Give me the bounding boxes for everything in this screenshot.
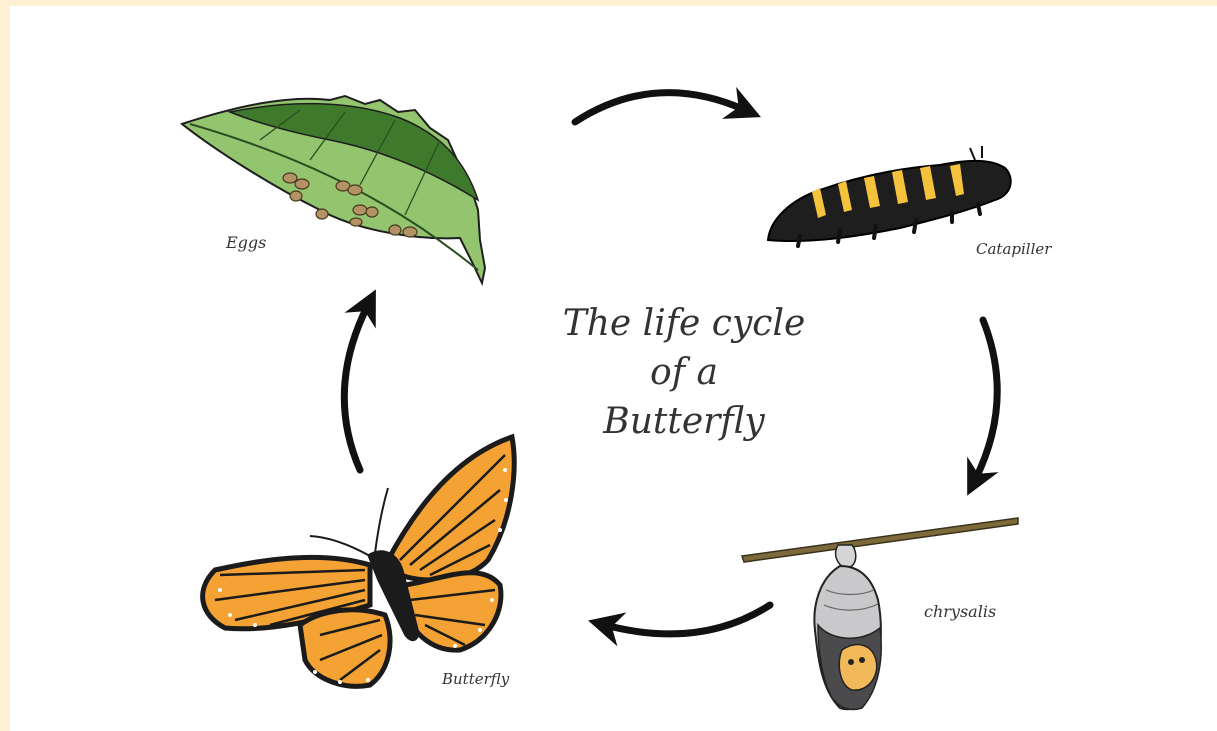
stage-label-eggs: Eggs <box>225 233 266 252</box>
arrow-eggs-to-caterpillar-icon <box>575 93 745 122</box>
leaf-with-eggs-icon <box>182 96 485 283</box>
stage-label-caterpillar: Catapiller <box>976 240 1052 258</box>
arrow-chrysalis-to-butterfly-icon <box>605 605 770 634</box>
title-line-3: Butterfly <box>602 401 765 442</box>
title-line-2: of a <box>650 352 718 393</box>
arrow-caterpillar-to-chrysalis-icon <box>975 320 997 480</box>
stage-label-chrysalis: chrysalis <box>924 602 996 621</box>
monarch-butterfly-icon <box>203 437 515 686</box>
stage-label-butterfly: Butterfly <box>441 670 510 688</box>
caterpillar-icon <box>768 146 1011 246</box>
title-line-1: The life cycle <box>563 303 806 344</box>
arrow-butterfly-to-eggs-icon <box>344 305 368 470</box>
